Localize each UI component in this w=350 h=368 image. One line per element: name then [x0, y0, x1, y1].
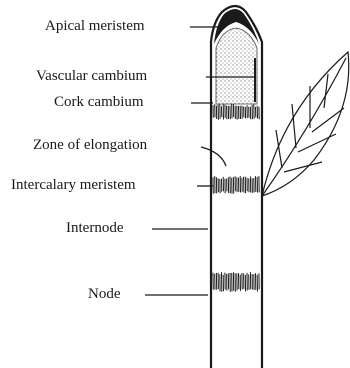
label-cork-cambium: Cork cambium: [54, 95, 144, 110]
leader-zone-of-elongation: [201, 147, 226, 166]
label-intercalary-meristem: Intercalary meristem: [11, 178, 136, 193]
label-node: Node: [88, 287, 121, 302]
node-band: [213, 272, 259, 292]
cork-cambium-band: [213, 104, 259, 120]
vascular-cambium-tissue: [216, 28, 257, 104]
intercalary-meristem-band: [213, 176, 259, 194]
leaf: [262, 52, 349, 196]
label-zone-of-elongation: Zone of elongation: [33, 138, 147, 153]
label-apical-meristem: Apical meristem: [45, 19, 145, 34]
label-internode: Internode: [66, 221, 123, 236]
label-vascular-cambium: Vascular cambium: [36, 69, 147, 84]
